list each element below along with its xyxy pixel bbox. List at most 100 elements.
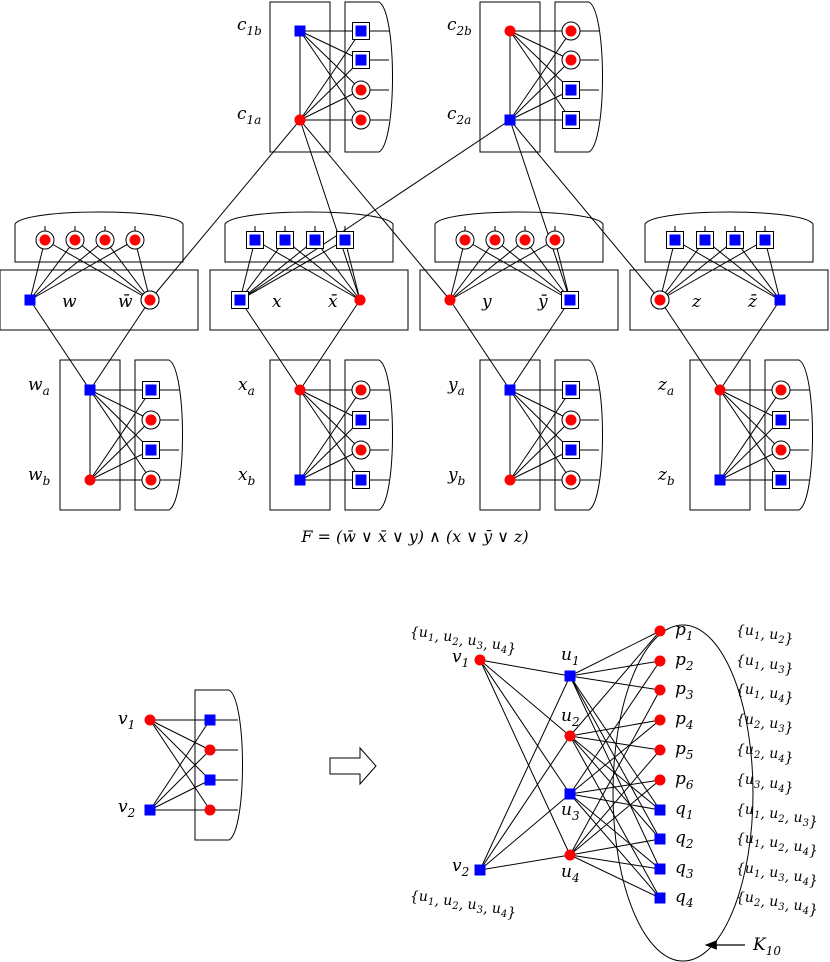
expansion-edge — [479, 659, 571, 856]
variable-lower-side-node — [775, 474, 787, 486]
variable-gadget-dome — [644, 211, 814, 263]
variable-edge — [74, 239, 151, 301]
small-gadget-edge — [149, 779, 211, 811]
variable-edge — [659, 239, 736, 301]
positive-literal-label: w — [62, 292, 77, 312]
clique-node-label: p2 — [675, 650, 694, 673]
clause-edge — [299, 30, 362, 61]
variable-lower-edge — [509, 389, 572, 451]
variable-lower-edge — [89, 419, 152, 481]
variable-lower-top-node — [294, 384, 306, 396]
variable-lower-outline — [554, 359, 603, 511]
expansion-edge — [479, 793, 571, 871]
variable-lower-edge — [719, 449, 782, 481]
clause-side-node — [565, 114, 577, 126]
clique-node-label: q4 — [675, 887, 694, 910]
variable-gadget-box — [629, 269, 829, 331]
variable-bottom-label: wb — [28, 465, 50, 488]
variable-dome-node — [549, 234, 561, 246]
variable-bottom-label: yb — [447, 465, 465, 488]
clique-ellipse — [612, 624, 754, 962]
membership-edge — [569, 675, 661, 870]
positive-literal-label: x — [272, 292, 282, 312]
variable-edge — [524, 239, 571, 301]
variable-dome-node — [519, 234, 531, 246]
variable-dome-node — [459, 234, 471, 246]
negative-literal-node — [774, 294, 786, 306]
expansion-v1-node — [474, 654, 486, 666]
literal-connect-edge — [89, 299, 151, 391]
membership-edge — [569, 793, 661, 811]
variable-lower-side-node — [355, 384, 367, 396]
variable-dome-node — [249, 234, 261, 246]
variable-edge — [239, 239, 256, 301]
variable-lower-bottom-node — [714, 474, 726, 486]
clique-node — [654, 892, 666, 904]
variable-lower-top-node — [714, 384, 726, 396]
variable-lower-edge — [509, 419, 572, 481]
positive-literal-label: y — [481, 292, 492, 312]
small-v1-label: v1 — [118, 709, 135, 732]
expansion-edge — [479, 675, 571, 871]
membership-edge — [569, 854, 661, 870]
membership-edge — [569, 735, 661, 840]
variable-gadget-box — [0, 269, 199, 331]
variable-lower-top-node — [84, 384, 96, 396]
membership-edge — [569, 793, 661, 899]
clique-node-label: p1 — [675, 620, 694, 643]
clique-node-set: {u1, u3} — [736, 653, 794, 677]
variable-edge — [344, 239, 361, 301]
expansion-u-node — [564, 788, 576, 800]
expansion-edge — [479, 659, 571, 737]
variable-lower-edge — [89, 389, 152, 451]
clause-top-node — [504, 25, 516, 37]
variable-lower-edge — [299, 389, 362, 481]
small-gadget-edge — [149, 719, 211, 811]
literal-connect-edge — [29, 299, 91, 391]
clause-side-node — [355, 114, 367, 126]
clique-node-label: q2 — [675, 828, 694, 851]
clause-gadget-outline — [344, 1, 393, 153]
clique-node — [654, 744, 666, 756]
clique-node-label: p6 — [675, 769, 694, 792]
clique-node-set: {u1, u2, u4} — [736, 831, 818, 859]
variable-edge — [734, 239, 781, 301]
variable-lower-bottom-node — [504, 474, 516, 486]
clique-node — [654, 625, 666, 637]
clique-node — [654, 774, 666, 786]
variable-lower-edge — [299, 419, 362, 481]
expansion-edge — [479, 659, 571, 677]
clique-node-set: {u2, u3} — [736, 712, 794, 736]
variable-top-label: za — [657, 375, 674, 398]
variable-edge — [314, 239, 361, 301]
variable-edge — [494, 239, 571, 301]
transform-arrow-icon — [329, 746, 377, 786]
variable-lower-side-node — [355, 444, 367, 456]
variable-lower-edge — [509, 389, 572, 481]
clause-side-node — [565, 54, 577, 66]
clause-side-node — [565, 25, 577, 37]
negative-literal-node — [564, 294, 576, 306]
positive-literal-node — [234, 294, 246, 306]
membership-edge — [569, 675, 661, 811]
variable-lower-side-node — [565, 414, 577, 426]
variable-lower-edge — [89, 449, 152, 481]
small-v1-node — [144, 714, 156, 726]
variable-lower-outline — [344, 359, 393, 511]
variable-top-label: wa — [28, 375, 50, 398]
variable-edge — [29, 239, 76, 301]
literal-connect-edge — [659, 299, 721, 391]
clause-edge — [299, 30, 362, 91]
variable-edge — [659, 239, 706, 301]
variable-lower-side-node — [355, 474, 367, 486]
clause-literal-edge — [239, 119, 511, 301]
clause-edge — [509, 59, 572, 121]
expansion-v2-node — [474, 864, 486, 876]
variable-edge — [464, 239, 571, 301]
variable-bottom-label: zb — [657, 465, 675, 488]
negative-literal-node — [354, 294, 366, 306]
small-gadget-side-node — [204, 744, 216, 756]
variable-dome-node — [699, 234, 711, 246]
v2-set-label: {u1, u2, u3, u4} — [410, 889, 516, 921]
